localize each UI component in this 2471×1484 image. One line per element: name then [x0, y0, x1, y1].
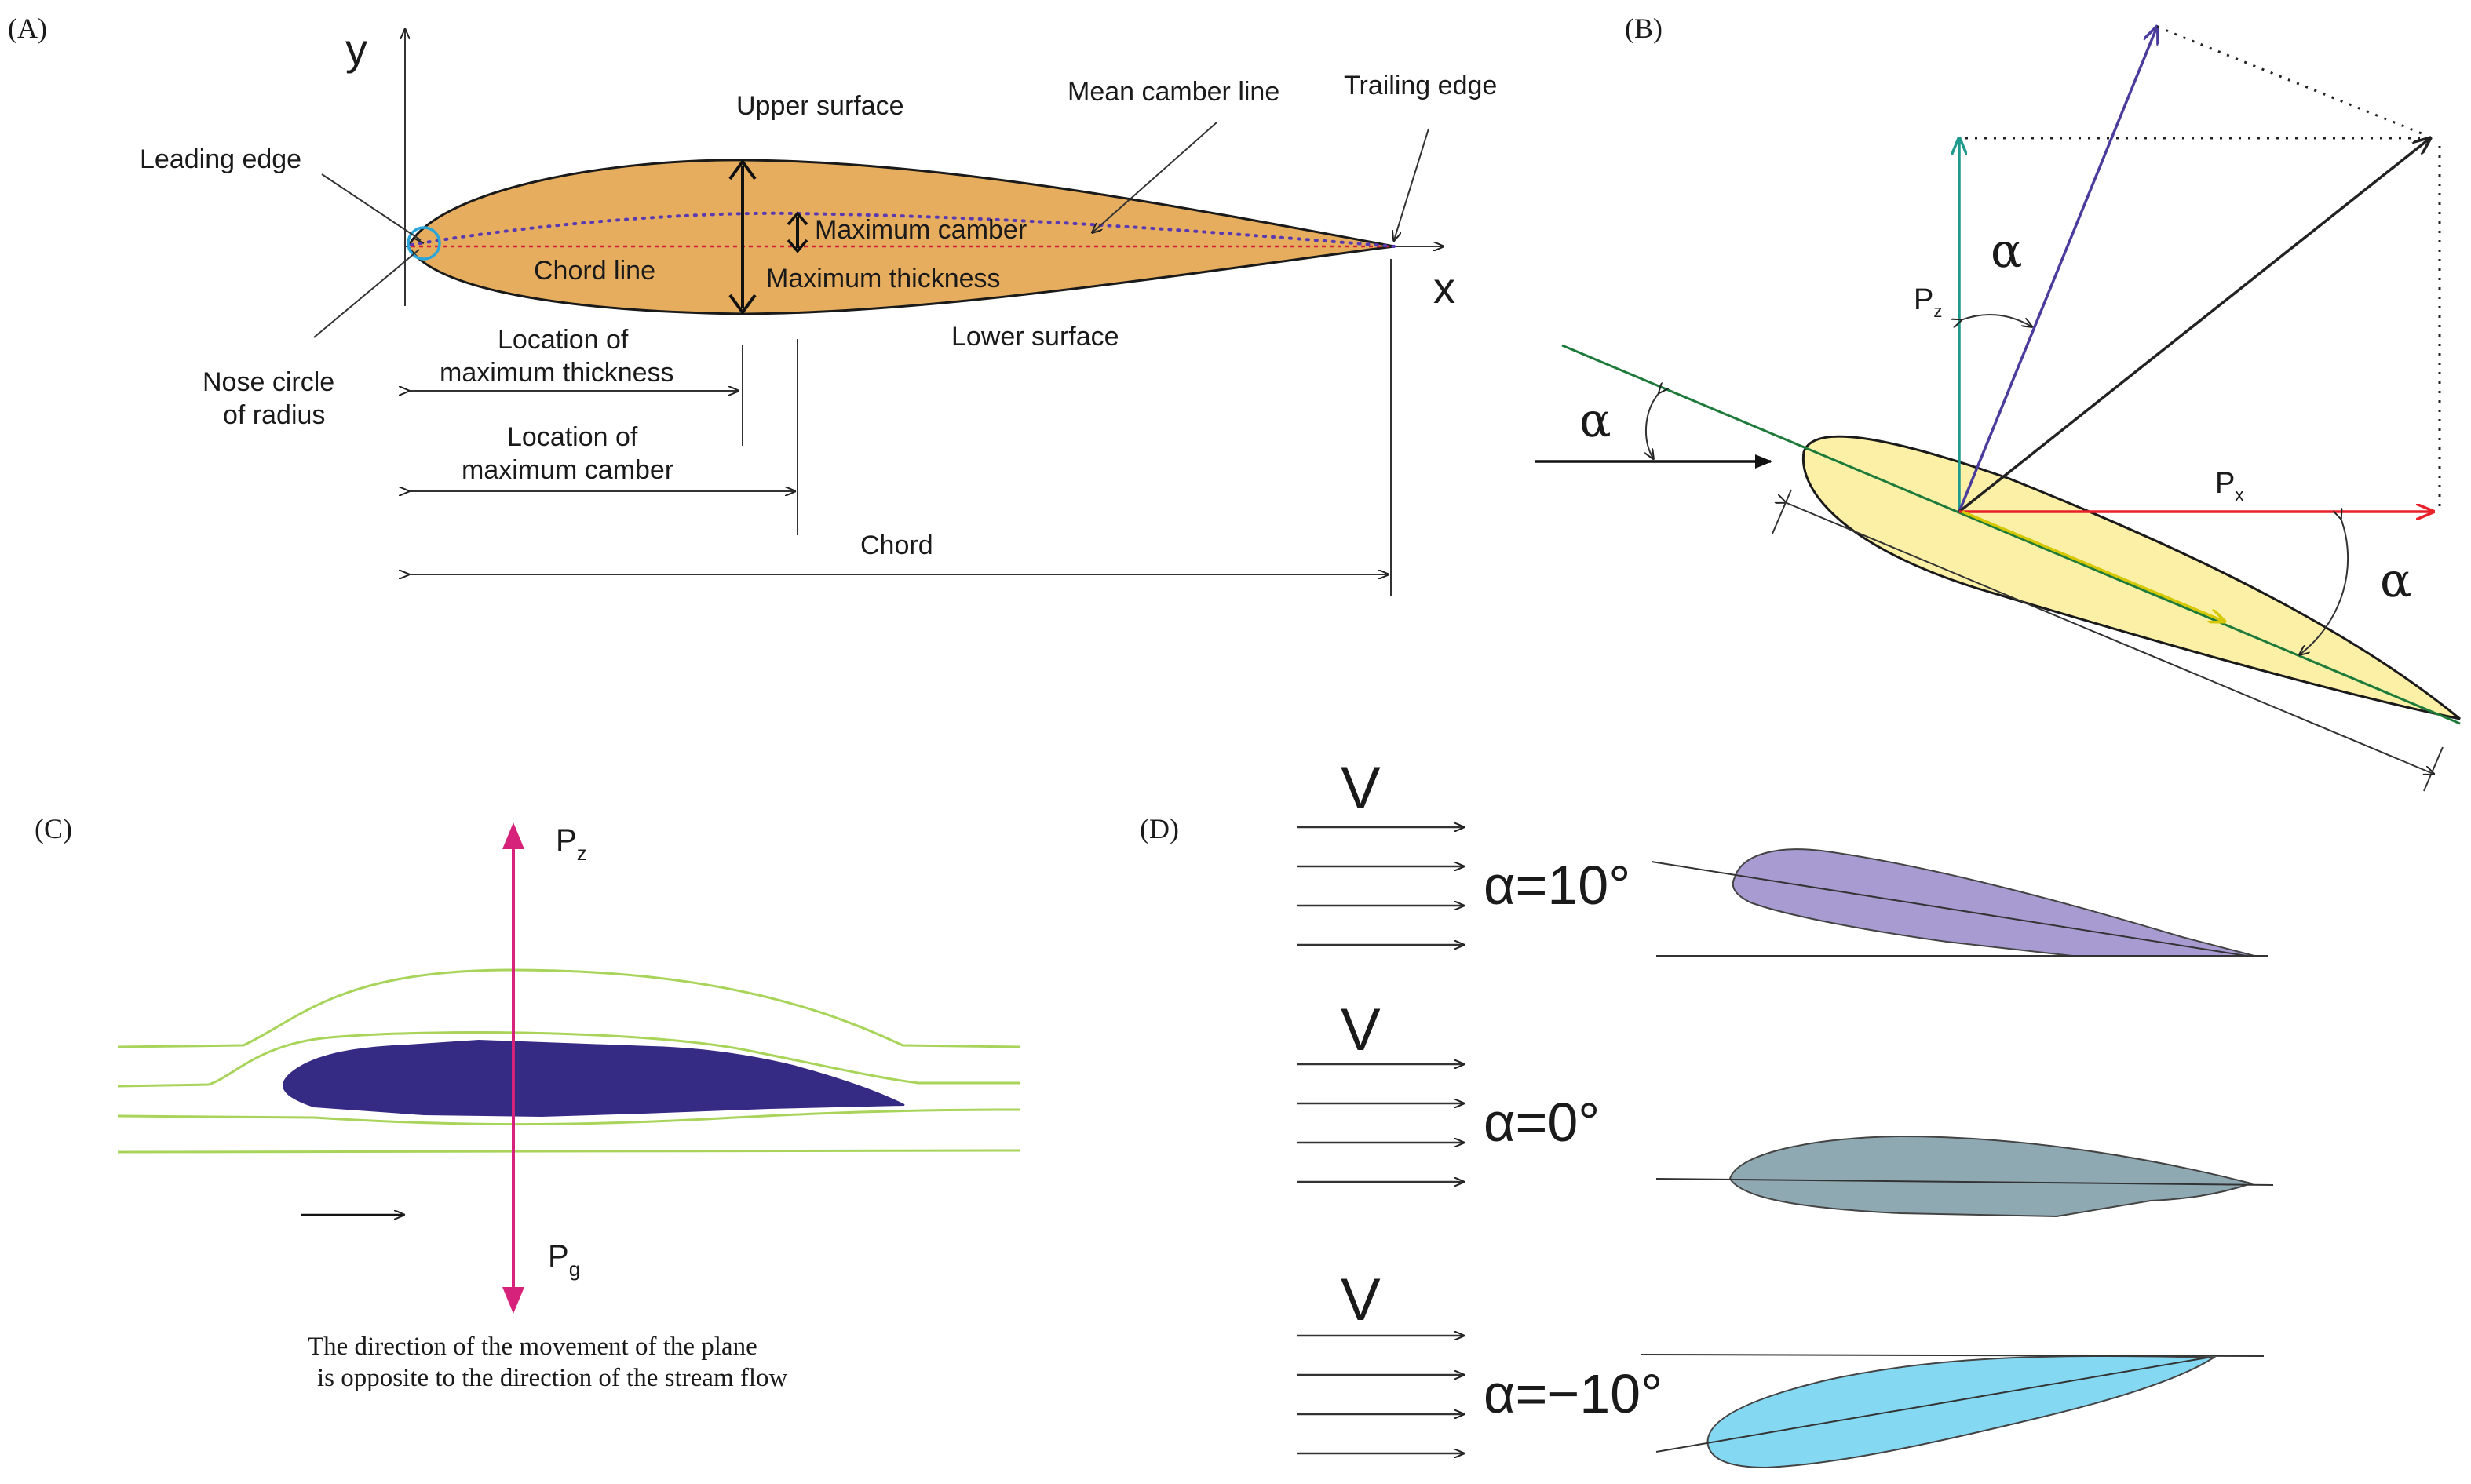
- airfoil-d-row1: [1732, 848, 2255, 957]
- alpha-arc-inlet: [1646, 392, 1659, 458]
- loc-camber-label-line1: Location of: [507, 422, 638, 452]
- panel-c: (C) Pz Pg The direction of the movement …: [35, 813, 1021, 1392]
- panel-d: (D) V α=10° V α=0° V: [1140, 755, 2274, 1469]
- resultant-vector-black: [1958, 138, 2430, 513]
- chord-tick-right: [2423, 746, 2444, 792]
- angle-label-row3: α=−10°: [1484, 1363, 1663, 1424]
- angle-label-row2: α=0°: [1484, 1092, 1600, 1153]
- chord-label: Chord: [860, 531, 933, 560]
- airfoil-c-shape: [283, 1039, 905, 1118]
- nose-radius: [414, 238, 425, 244]
- x-axis-label: x: [1433, 263, 1455, 312]
- streamline-2: [117, 1031, 1020, 1088]
- pz-arrowhead-c: [502, 822, 524, 849]
- chord-line-row3: [1655, 1357, 2208, 1453]
- velocity-label-row3: V: [1341, 1267, 1381, 1333]
- panel-b: (B) α α α Pz Px: [1535, 13, 2461, 792]
- chord-dimension-b: [1785, 502, 2433, 774]
- alpha-label-trailing: α: [2380, 553, 2412, 608]
- velocity-label-row2: V: [1341, 997, 1381, 1063]
- leading-edge-label: Leading edge: [140, 144, 301, 174]
- horizontal-ref-row3: [1640, 1354, 2265, 1357]
- angle-label-row1: α=10°: [1484, 855, 1630, 916]
- loc-thickness-label-line1: Location of: [498, 325, 629, 355]
- alpha-arc-top: [1961, 314, 2031, 326]
- streamline-4: [117, 1149, 1021, 1154]
- chord-tick-left: [1772, 489, 1792, 534]
- nose-circle-leader: [313, 249, 420, 338]
- mean-camber-line-label: Mean camber line: [1068, 77, 1279, 107]
- row-alpha-0: V α=0°: [1297, 997, 2274, 1218]
- caption-line-2: is opposite to the direction of the stre…: [317, 1364, 788, 1392]
- maximum-camber-label: Maximum camber: [815, 215, 1027, 245]
- trailing-edge-label: Trailing edge: [1344, 71, 1497, 100]
- chord-flow-line: [1561, 344, 2461, 725]
- airfoil-d-row2: [1728, 1135, 2254, 1218]
- trailing-edge-leader: [1394, 128, 1429, 240]
- mean-camber-leader: [1093, 122, 1217, 232]
- row-alpha-10: V α=10°: [1297, 755, 2268, 957]
- panel-a-tag: (A): [8, 13, 47, 44]
- maximum-thickness-label: Maximum thickness: [766, 264, 1001, 294]
- chord-line-row2: [1655, 1178, 2274, 1186]
- lower-surface-label: Lower surface: [951, 322, 1119, 352]
- pg-arrowhead-c: [502, 1287, 524, 1314]
- panel-a: (A) y x Upper surface Mean camber line T…: [8, 13, 1497, 596]
- chord-line-label: Chord line: [534, 256, 655, 286]
- panel-b-tag: (B): [1625, 13, 1663, 44]
- airfoil-b-shape: [1801, 435, 2461, 720]
- alpha-label-inlet: α: [1579, 393, 1611, 448]
- nose-circle-label-line2: of radius: [223, 400, 325, 430]
- resultant-vector-purple: [1958, 27, 2157, 512]
- y-axis-label: y: [345, 24, 367, 74]
- loc-thickness-label-line2: maximum thickness: [440, 358, 674, 388]
- pg-label-c: Pg: [548, 1239, 580, 1281]
- streamline-1: [117, 968, 1021, 1048]
- streamline-3: [117, 1108, 1021, 1126]
- pz-label-b: Pz: [1914, 283, 1942, 321]
- row-alpha-minus-10: V α=−10°: [1297, 1267, 2265, 1469]
- alpha-label-top: α: [1991, 224, 2023, 279]
- pz-label-c: Pz: [556, 823, 587, 865]
- nose-circle: [407, 226, 441, 261]
- upper-surface-label: Upper surface: [736, 91, 904, 121]
- velocity-label-row1: V: [1341, 755, 1381, 822]
- construction-diagonal: [2156, 25, 2426, 137]
- nose-circle-label-line1: Nose circle: [203, 367, 334, 397]
- loc-camber-label-line2: maximum camber: [462, 455, 673, 485]
- panel-d-tag: (D): [1140, 813, 1179, 844]
- px-label-b: Px: [2215, 467, 2243, 505]
- caption-line-1: The direction of the movement of the pla…: [308, 1333, 757, 1361]
- leading-edge-leader: [321, 173, 422, 241]
- chord-line-row1: [1651, 861, 2247, 957]
- panel-c-tag: (C): [35, 813, 72, 844]
- airfoil-d-row3: [1706, 1355, 2217, 1469]
